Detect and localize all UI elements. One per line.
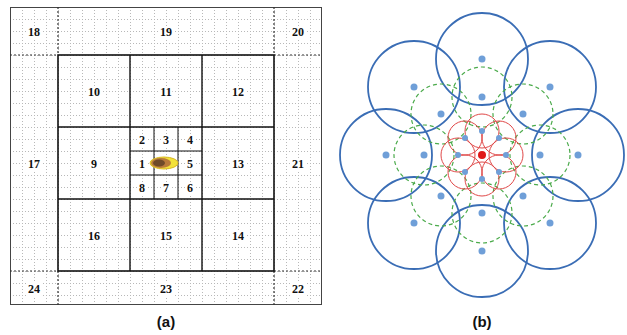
region-number-wrap: 17 <box>27 154 41 172</box>
region-number: 1 <box>138 158 146 171</box>
region-number-wrap: 18 <box>27 22 41 40</box>
region-number-wrap: 9 <box>90 154 98 172</box>
region-number: 7 <box>162 182 170 195</box>
region-number-wrap: 3 <box>162 130 170 148</box>
region-number: 22 <box>291 283 305 296</box>
region-number-wrap: 12 <box>231 82 245 100</box>
region-number-wrap: 8 <box>138 178 146 196</box>
region-number-wrap: 21 <box>291 154 305 172</box>
region-number-wrap: 15 <box>159 226 173 244</box>
region-number: 12 <box>231 86 245 99</box>
region-number-wrap: 23 <box>159 279 173 297</box>
region-number: 18 <box>27 26 41 39</box>
region-number: 11 <box>159 86 172 99</box>
region-number: 3 <box>162 134 170 147</box>
region-number: 19 <box>159 26 173 39</box>
region-number: 24 <box>27 283 41 296</box>
region-number-wrap: 13 <box>231 154 245 172</box>
region-number: 21 <box>291 158 305 171</box>
grid-panel <box>10 7 322 305</box>
panel-label-wrap: (a) <box>156 313 176 331</box>
region-number: 2 <box>138 134 146 147</box>
panel-label: (b) <box>471 314 492 331</box>
region-number-wrap: 1 <box>138 154 146 172</box>
region-number-wrap: 20 <box>291 22 305 40</box>
region-number-wrap: 22 <box>291 279 305 297</box>
region-number: 10 <box>87 86 101 99</box>
region-number: 8 <box>138 182 146 195</box>
region-number-wrap: 10 <box>87 82 101 100</box>
panel-label: (a) <box>156 314 176 331</box>
region-number-wrap: 5 <box>186 154 194 172</box>
region-number-wrap: 14 <box>231 226 245 244</box>
region-number: 16 <box>87 230 101 243</box>
region-number-wrap: 2 <box>138 130 146 148</box>
panel-label-wrap: (b) <box>471 313 492 331</box>
region-number-wrap: 19 <box>159 22 173 40</box>
coverage-circles <box>340 13 624 297</box>
region-number: 17 <box>27 158 41 171</box>
region-number: 9 <box>90 158 98 171</box>
region-number: 13 <box>231 158 245 171</box>
region-number: 5 <box>186 158 194 171</box>
region-number: 23 <box>159 283 173 296</box>
region-number-wrap: 24 <box>27 279 41 297</box>
region-number-wrap: 16 <box>87 226 101 244</box>
region-number-wrap: 11 <box>159 82 172 100</box>
region-number-wrap: 6 <box>186 178 194 196</box>
region-number: 6 <box>186 182 194 195</box>
region-number: 4 <box>186 134 194 147</box>
region-number: 15 <box>159 230 173 243</box>
region-number: 20 <box>291 26 305 39</box>
region-number-wrap: 4 <box>186 130 194 148</box>
region-number: 14 <box>231 230 245 243</box>
region-number-wrap: 7 <box>162 178 170 196</box>
